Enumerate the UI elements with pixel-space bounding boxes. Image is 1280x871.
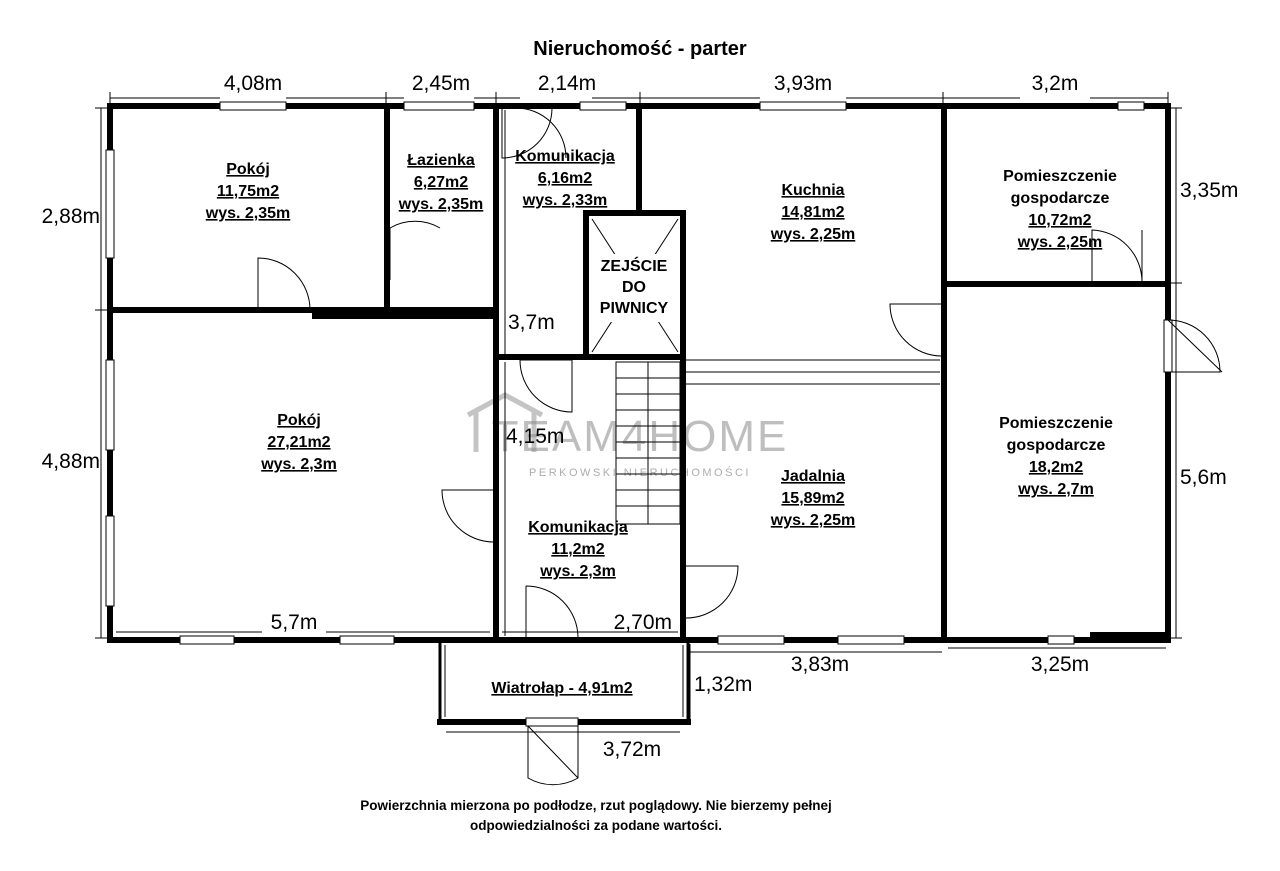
room-name: Komunikacja — [515, 148, 615, 165]
dim-inner-57: 5,7m — [271, 611, 318, 634]
room-pokoj-small: Pokój 11,75m2 wys. 2,35m — [205, 161, 291, 222]
room-komunikacja-bottom: Komunikacja 11,2m2 wys. 2,3m — [528, 519, 628, 580]
room-name: Kuchnia — [781, 182, 844, 199]
room-area: 11,75m2 — [217, 183, 279, 200]
watermark-brand: TEAM4HOME — [492, 412, 789, 461]
room-area: 15,89m2 — [781, 490, 844, 507]
room-area: 11,2m2 — [551, 541, 604, 558]
zejscie-line-3: PIWNICY — [600, 300, 669, 317]
room-name: Jadalnia — [781, 468, 845, 485]
room-height: wys. 2,25m — [1017, 234, 1103, 251]
zejscie-line-1: ZEJŚCIE — [601, 256, 668, 275]
room-lazienka: Łazienka 6,27m2 wys. 2,35m — [398, 152, 484, 213]
room-jadalnia: Jadalnia 15,89m2 wys. 2,25m — [770, 468, 856, 529]
room-name: Wiatrołap - 4,91m2 — [491, 680, 632, 697]
dim-inner-415: 4,15m — [506, 425, 564, 448]
dim-left-2: 4,88m — [42, 450, 100, 473]
room-area: 10,72m2 — [1028, 212, 1091, 229]
dim-bottom-372: 3,72m — [603, 738, 661, 761]
watermark-sub: PERKOWSKI NIERUCHOMOŚCI — [529, 466, 751, 479]
note-line-1: Powierzchnia mierzona po podłodze, rzut … — [360, 798, 832, 813]
dim-right-2: 5,6m — [1180, 466, 1227, 489]
doors — [257, 107, 1223, 786]
room-pokoj-big: Pokój 27,21m2 wys. 2,3m — [260, 412, 337, 473]
room-name: Komunikacja — [528, 519, 628, 536]
room-area: 18,2m2 — [1029, 459, 1083, 476]
top-dimensions: 4,08m 2,45m 2,14m 3,93m 3,2m — [109, 72, 1169, 105]
dim-bottom-132: 1,32m — [694, 673, 752, 696]
room-name-1: Pomieszczenie — [1003, 168, 1117, 185]
dim-top-1: 4,08m — [224, 72, 282, 95]
room-area: 14,81m2 — [781, 204, 844, 221]
room-kuchnia: Kuchnia 14,81m2 wys. 2,25m — [770, 182, 856, 243]
room-height: wys. 2,3m — [260, 456, 337, 473]
footer-note: Powierzchnia mierzona po podłodze, rzut … — [360, 798, 832, 833]
zejscie-do-piwnicy: ZEJŚCIE DO PIWNICY — [592, 254, 678, 322]
room-area: 6,27m2 — [414, 174, 468, 191]
plan-title: Nieruchomość - parter — [533, 38, 747, 60]
room-name: Łazienka — [407, 152, 475, 169]
note-line-2: odpowiedzialności za podane wartości. — [470, 818, 722, 833]
room-height: wys. 2,35m — [205, 205, 291, 222]
dim-top-4: 3,93m — [774, 72, 832, 95]
dim-inner-37: 3,7m — [508, 311, 555, 334]
dim-inner-270: 2,70m — [614, 611, 672, 634]
room-gospodarcze-top: Pomieszczenie gospodarcze 10,72m2 wys. 2… — [1003, 168, 1117, 251]
room-name-2: gospodarcze — [1011, 190, 1110, 207]
inner-dimensions: 3,7m 4,15m 5,7m 2,70m 3,83m 3,25m 1,32m … — [116, 110, 1166, 761]
room-height: wys. 2,25m — [770, 226, 856, 243]
room-name-2: gospodarcze — [1007, 437, 1106, 454]
dim-top-3: 2,14m — [538, 72, 596, 95]
room-height: wys. 2,3m — [539, 563, 616, 580]
room-area: 6,16m2 — [538, 170, 592, 187]
room-area: 27,21m2 — [267, 434, 330, 451]
zejscie-line-2: DO — [622, 279, 646, 296]
dim-right-1: 3,35m — [1180, 179, 1238, 202]
left-dimensions: 2,88m 4,88m — [42, 107, 107, 639]
room-height: wys. 2,7m — [1017, 481, 1094, 498]
right-dimensions: 3,35m 5,6m — [1170, 107, 1238, 639]
windows — [105, 101, 1173, 727]
dim-bottom-325: 3,25m — [1031, 653, 1089, 676]
room-name: Pokój — [277, 412, 321, 429]
room-height: wys. 2,33m — [522, 192, 608, 209]
room-height: wys. 2,35m — [398, 196, 484, 213]
room-height: wys. 2,25m — [770, 512, 856, 529]
dim-left-1: 2,88m — [42, 205, 100, 228]
room-name: Pokój — [226, 161, 270, 178]
room-gospodarcze-bottom: Pomieszczenie gospodarcze 18,2m2 wys. 2,… — [999, 415, 1113, 498]
watermark: TEAM4HOME PERKOWSKI NIERUCHOMOŚCI — [466, 392, 789, 479]
dim-bottom-383: 3,83m — [791, 653, 849, 676]
room-wiatrolap: Wiatrołap - 4,91m2 — [491, 680, 632, 697]
room-name-1: Pomieszczenie — [999, 415, 1113, 432]
dim-top-2: 2,45m — [412, 72, 470, 95]
room-komunikacja-top: Komunikacja 6,16m2 wys. 2,33m — [515, 148, 615, 209]
dim-top-5: 3,2m — [1032, 72, 1079, 95]
